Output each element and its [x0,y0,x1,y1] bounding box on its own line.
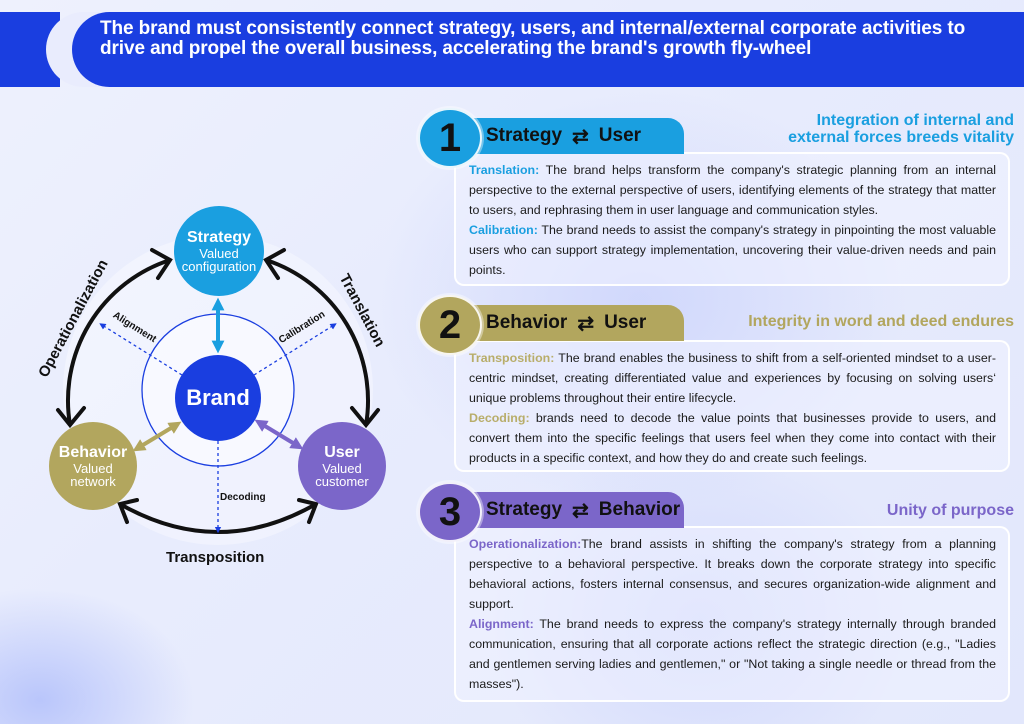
node-strategy-title: Strategy [186,229,252,246]
section-body: Translation: The brand helps transform t… [454,152,1010,286]
paragraph-decoding: Decoding: brands need to decode the valu… [469,408,996,468]
arrow-brand-user [254,419,304,450]
paragraph-text: The brand enables the business to shift … [469,351,996,405]
arc-translation [265,258,370,426]
section-behavior-user: 2 Behavior ⇄ User Integrity in word and … [418,295,1018,475]
node-behavior-sub1: Valued [73,461,113,476]
keyword: Transposition: [469,351,555,365]
label-decoding: Decoding [220,492,266,503]
heading-left: Strategy [486,125,563,146]
heading-left: Strategy [486,499,563,520]
paragraph-operationalization: Operationalization:The brand assists in … [469,534,996,614]
node-brand: Brand [175,355,261,441]
node-strategy-sub2: configuration [181,259,257,274]
exchange-arrows-icon: ⇄ [572,125,589,148]
section-heading: Strategy ⇄ Behavior [448,492,684,528]
tagline-line-1: Unity of purpose [886,502,1014,519]
node-behavior-sub2: network [70,474,116,489]
node-user: User Valued customer [298,422,386,510]
tagline-line-2: external forces breeds vitality [788,129,1014,146]
arrowhead-to-strategy-left [150,248,173,280]
connector-calibration [253,323,337,376]
paragraph-text: brands need to decode the value points t… [469,411,996,465]
node-behavior: Behavior Valued network [49,422,137,510]
section-body: Transposition: The brand enables the bus… [454,340,1010,472]
tagline-line-1: Integrity in word and deed endures [748,313,1014,330]
exchange-arrows-icon: ⇄ [577,312,595,335]
arc-operationalization [66,258,171,426]
paragraph-text: The brand needs to assist the company's … [469,223,996,277]
node-strategy: Strategy Valued configuration [174,206,264,296]
paragraph-text: The brand needs to express the company's… [469,617,996,691]
section-strategy-behavior: 3 Strategy ⇄ Behavior Unity of purpose O… [418,482,1018,704]
node-behavior-title: Behavior [58,444,128,461]
keyword: Decoding: [469,411,530,425]
label-transposition: Transposition [166,549,265,566]
node-strategy-sub1: Valued [199,246,239,261]
arrowhead-to-user [350,406,380,429]
section-tagline: Integrity in word and deed endures [748,313,1014,330]
node-user-sub1: Valued [322,461,362,476]
connector-alignment [99,323,183,376]
section-heading: Strategy ⇄ User [448,118,684,154]
keyword: Operationalization: [469,537,582,551]
tagline-line-1: Integration of internal and [816,112,1014,129]
section-body: Operationalization:The brand assists in … [454,526,1010,702]
paragraph-text: The brand assists in shifting the compan… [469,537,996,611]
heading-right: Behavior [598,499,681,520]
section-tagline: Unity of purpose [887,502,1014,519]
heading-right: User [598,125,642,146]
paragraph-calibration: Calibration: The brand needs to assist t… [469,220,996,280]
keyword: Calibration: [469,223,538,237]
section-tagline: Integration of internal and external for… [788,112,1014,146]
paragraph-alignment: Alignment: The brand needs to express th… [469,614,996,694]
keyword: Alignment: [469,617,534,631]
arrowhead-to-user-bottom [297,498,319,524]
page-title: The brand must consistently connect stra… [100,18,966,59]
node-brand-title: Brand [186,385,250,410]
keyword: Translation: [469,163,540,177]
section-number: 1 [418,108,482,168]
paragraph-text: The brand helps transform the company's … [469,163,996,217]
paragraph-translation: Translation: The brand helps transform t… [469,160,996,220]
exchange-arrows-icon: ⇄ [572,499,589,522]
brand-flywheel-diagram: Strategy Valued configuration Brand Beha… [30,200,410,580]
paragraph-transposition: Transposition: The brand enables the bus… [469,348,996,408]
section-heading: Behavior ⇄ User [448,305,684,341]
section-number: 2 [418,295,482,355]
arrowhead-to-behavior-bottom [117,498,139,524]
node-user-title: User [324,444,360,461]
section-number: 3 [418,482,482,542]
arrowhead-to-strategy-right [263,248,286,280]
arrowhead-to-behavior [56,406,86,429]
arrow-brand-behavior [132,421,182,452]
header-banner: The brand must consistently connect stra… [72,12,1024,87]
heading-left: Behavior [486,312,568,333]
node-user-sub2: customer [315,474,369,489]
section-strategy-user: 1 Strategy ⇄ User Integration of interna… [418,108,1018,288]
heading-right: User [604,312,647,333]
